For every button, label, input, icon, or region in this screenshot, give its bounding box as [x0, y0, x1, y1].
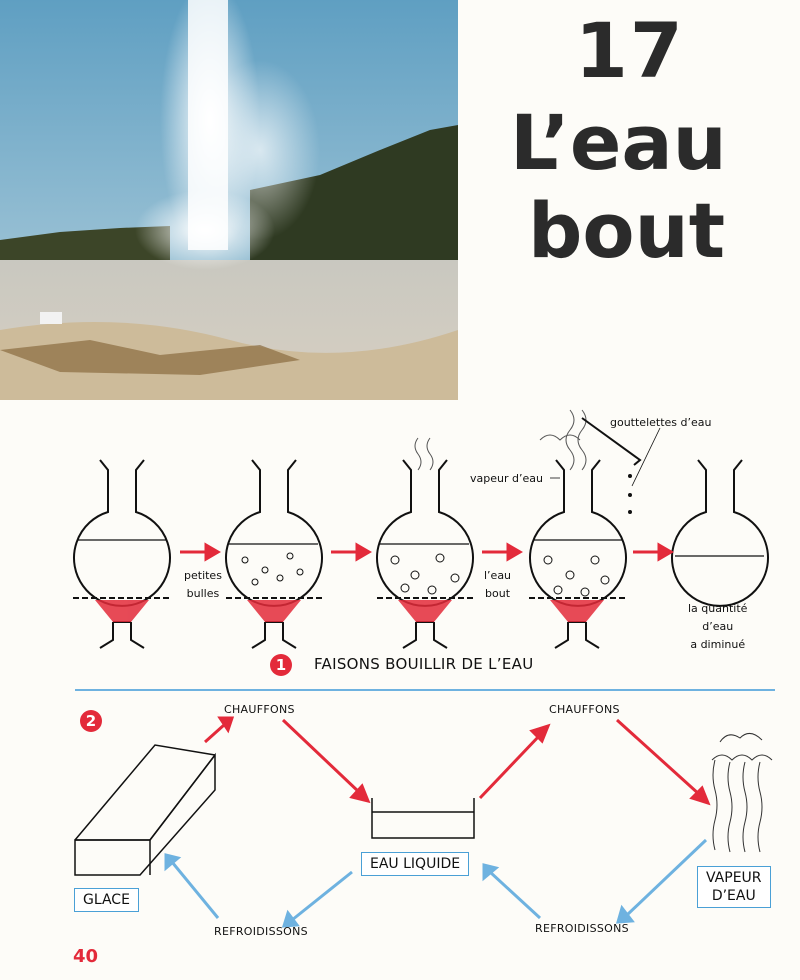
- flask-5: [671, 459, 769, 607]
- flask-3: [376, 459, 474, 607]
- ice-block: [74, 744, 216, 876]
- label-cool-right: REFROIDISSONS: [535, 922, 629, 935]
- page-title-line1: L’eau: [510, 98, 727, 187]
- vapor-plume: [711, 733, 773, 853]
- page-number: 40: [73, 946, 99, 967]
- label-cool-left: REFROIDISSONS: [214, 925, 308, 938]
- section-1-badge: 1: [270, 654, 292, 676]
- section-divider: [75, 689, 775, 691]
- flask-1: [73, 459, 171, 607]
- box-liquid-water: EAU LIQUIDE: [361, 852, 470, 876]
- box-ice: GLACE: [74, 888, 139, 912]
- water-basin: [371, 798, 475, 839]
- flask-4: [529, 459, 627, 607]
- label-heat-right: CHAUFFONS: [549, 703, 620, 716]
- section-2-badge: 2: [80, 710, 102, 732]
- label-heat-left: CHAUFFONS: [224, 703, 295, 716]
- label-water-vapor: vapeur d’eau: [470, 472, 543, 485]
- section-1-title: FAISONS BOUILLIR DE L’EAU: [314, 655, 534, 673]
- flask-2: [225, 459, 323, 607]
- chapter-number: 17: [575, 6, 685, 95]
- page-title-line2: bout: [528, 186, 726, 275]
- boiling-diagram: [73, 409, 769, 649]
- geyser-photo: [0, 0, 458, 400]
- state-cycle-diagram: [74, 716, 773, 928]
- label-droplets: gouttelettes d’eau: [610, 416, 712, 429]
